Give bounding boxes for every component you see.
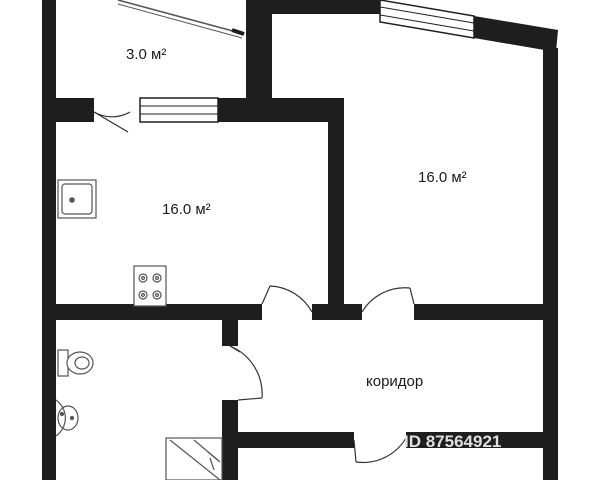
balcony-area-label: 3.0 м²	[126, 46, 166, 63]
door-balcony	[93, 111, 131, 133]
watermark-id: ID 87564921	[404, 432, 501, 451]
walls	[42, 0, 558, 480]
bathroom-sink	[55, 399, 79, 437]
kitchen-area-label: 16.0 м²	[162, 201, 211, 218]
door-entrance	[353, 437, 407, 464]
room-labels: 3.0 м² 16.0 м² 16.0 м² коридор	[126, 46, 467, 390]
wall-bedroom-right	[543, 48, 558, 480]
fixtures	[55, 179, 223, 480]
wall-left-lower	[42, 318, 56, 480]
kitchen-sink	[57, 179, 97, 219]
wall-kitchen-top-left	[42, 98, 94, 122]
stove	[133, 265, 167, 307]
wall-left-upper	[42, 0, 56, 312]
wall-bathroom-upper	[222, 318, 238, 346]
window-bedroom	[379, 0, 475, 39]
toilet	[57, 349, 94, 377]
door-bathroom	[229, 345, 263, 401]
shower	[165, 437, 223, 480]
balcony-door-glazing	[117, 0, 245, 39]
wall-corridor-bottom-left	[222, 432, 354, 448]
windows	[117, 0, 475, 123]
wall-kitchen-bottom-left	[42, 304, 262, 320]
window-kitchen	[139, 97, 219, 123]
door-bedroom	[361, 287, 415, 313]
wall-bedroom-top-left	[246, 0, 380, 22]
bedroom-area-label: 16.0 м²	[418, 169, 467, 186]
doors	[93, 111, 415, 464]
wall-kitchen-top-right	[218, 98, 342, 122]
door-kitchen	[261, 285, 313, 313]
watermark: ID 87564921	[404, 432, 501, 451]
wall-corridor-mid	[312, 304, 362, 320]
wall-bedroom-bottom	[414, 304, 558, 320]
wall-kitchen-bedroom	[328, 98, 344, 320]
wall-corridor-bottom-right	[406, 432, 558, 448]
corridor-label: коридор	[366, 373, 423, 390]
wall-bedroom-top-right	[474, 16, 558, 52]
